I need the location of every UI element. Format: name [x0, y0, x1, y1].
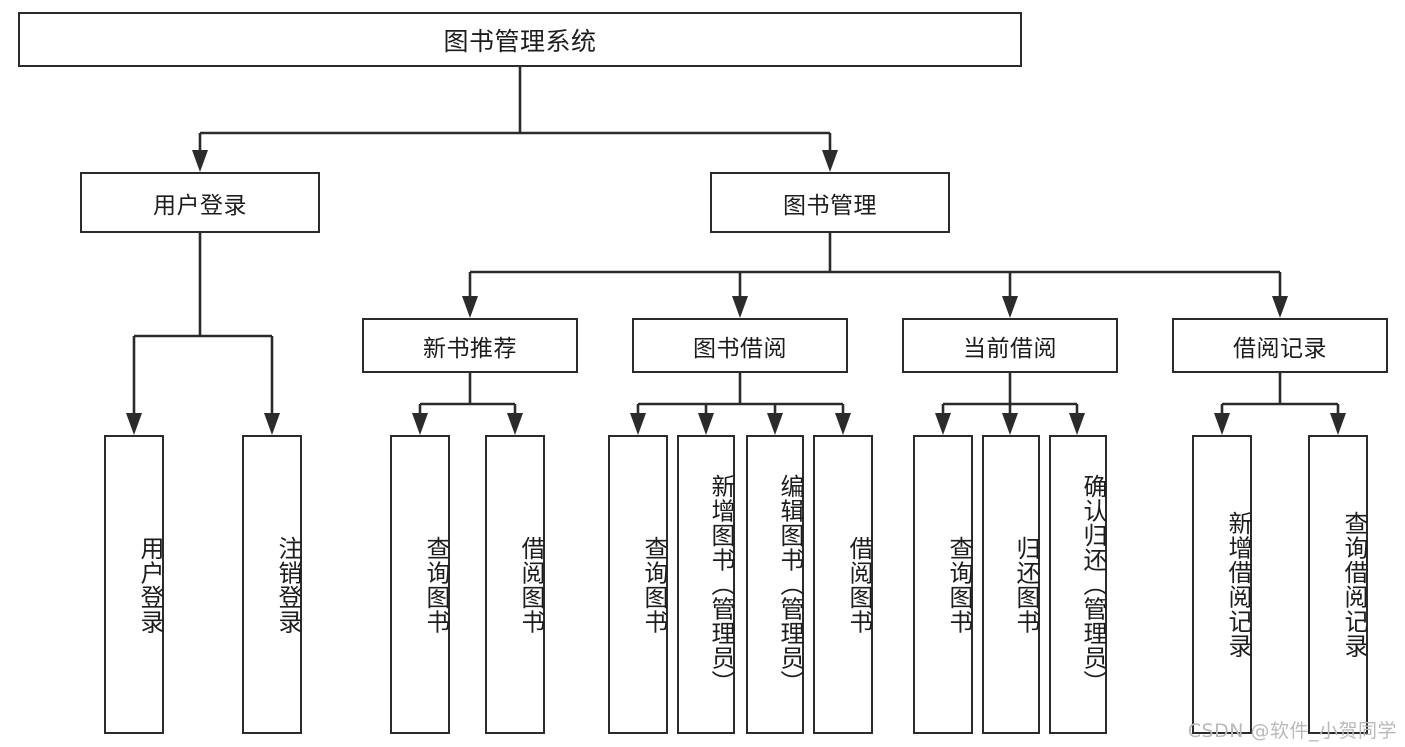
leaf-rec-query-record[interactable]: 查询借阅记录 — [1308, 435, 1368, 734]
leaf-user-login-label: 用户登录 — [136, 535, 164, 634]
arrow-head — [126, 413, 142, 435]
leaf-cur-return-book[interactable]: 归还图书 — [982, 435, 1040, 734]
node-book-borrow-label: 图书借阅 — [693, 335, 787, 362]
arrow-head — [630, 413, 646, 435]
arrow-head — [1002, 296, 1018, 318]
node-current-borrow[interactable]: 当前借阅 — [902, 318, 1118, 373]
leaf-user-logout-label: 注销登录 — [274, 535, 302, 634]
leaf-cur-confirm-return[interactable]: 确认归还（管理员） — [1049, 435, 1107, 734]
node-new-book-recommend[interactable]: 新书推荐 — [362, 318, 578, 373]
arrow-head — [1330, 413, 1346, 435]
node-borrow-record-label: 借阅记录 — [1233, 335, 1327, 362]
leaf-rec-borrow-book-label: 借阅图书 — [517, 535, 545, 634]
leaf-brw-edit-book[interactable]: 编辑图书（管理员） — [746, 435, 804, 734]
leaf-rec-query-book-label: 查询图书 — [422, 535, 450, 634]
arrow-head — [835, 413, 851, 435]
arrow-head — [1272, 296, 1288, 318]
node-current-borrow-label: 当前借阅 — [963, 335, 1057, 362]
node-book-management-label: 图书管理 — [783, 192, 877, 219]
leaf-rec-add-record-label: 新增借阅记录 — [1224, 511, 1252, 658]
node-book-borrow[interactable]: 图书借阅 — [632, 318, 848, 373]
arrow-head — [1002, 413, 1018, 435]
csdn-watermark: CSDN @软件_小贺同学 — [1187, 720, 1397, 742]
leaf-brw-query-book-label: 查询图书 — [640, 535, 668, 634]
leaf-cur-query-book[interactable]: 查询图书 — [913, 435, 973, 734]
arrow-head — [264, 413, 280, 435]
node-new-book-recommend-label: 新书推荐 — [423, 335, 517, 362]
leaf-rec-borrow-book[interactable]: 借阅图书 — [485, 435, 545, 734]
node-user-login-label: 用户登录 — [153, 192, 247, 219]
leaf-rec-query-book[interactable]: 查询图书 — [390, 435, 450, 734]
leaf-brw-borrow-book-label: 借阅图书 — [845, 535, 873, 634]
arrow-head — [822, 150, 838, 172]
leaf-rec-add-record[interactable]: 新增借阅记录 — [1192, 435, 1252, 734]
arrow-head — [1214, 413, 1230, 435]
leaf-cur-return-book-label: 归还图书 — [1012, 535, 1040, 634]
leaf-brw-edit-book-label: 编辑图书（管理员） — [776, 474, 804, 695]
leaf-cur-confirm-return-label: 确认归还（管理员） — [1079, 474, 1107, 695]
node-user-login[interactable]: 用户登录 — [80, 172, 320, 233]
leaf-brw-add-book[interactable]: 新增图书（管理员） — [677, 435, 735, 734]
leaf-user-logout[interactable]: 注销登录 — [242, 435, 302, 734]
arrow-head — [1069, 413, 1085, 435]
arrow-head — [412, 413, 428, 435]
leaf-cur-query-book-label: 查询图书 — [945, 535, 973, 634]
arrow-head — [192, 150, 208, 172]
leaf-brw-borrow-book[interactable]: 借阅图书 — [813, 435, 873, 734]
leaf-user-login[interactable]: 用户登录 — [104, 435, 164, 734]
node-root-label: 图书管理系统 — [443, 26, 597, 56]
arrow-head — [767, 413, 783, 435]
arrow-head — [462, 296, 478, 318]
arrow-head — [935, 413, 951, 435]
node-book-management[interactable]: 图书管理 — [710, 172, 950, 233]
node-borrow-record[interactable]: 借阅记录 — [1172, 318, 1388, 373]
leaf-brw-add-book-label: 新增图书（管理员） — [707, 474, 735, 695]
leaf-brw-query-book[interactable]: 查询图书 — [608, 435, 668, 734]
leaf-rec-query-record-label: 查询借阅记录 — [1340, 511, 1368, 658]
arrow-head — [732, 296, 748, 318]
arrow-head — [507, 413, 523, 435]
arrow-head — [698, 413, 714, 435]
node-root[interactable]: 图书管理系统 — [18, 12, 1022, 67]
